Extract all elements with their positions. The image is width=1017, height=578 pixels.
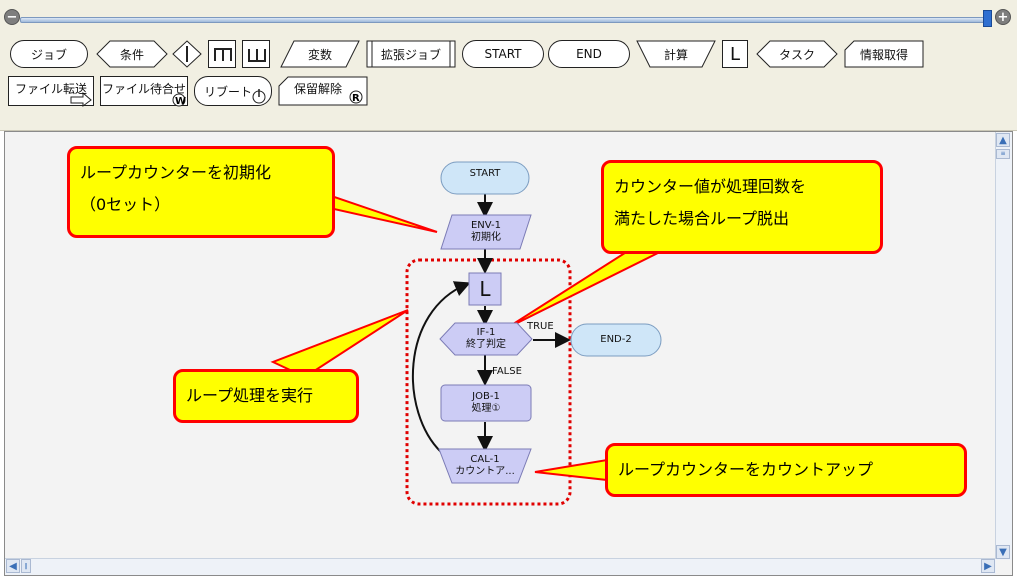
callout-exit: カウンター値が処理回数を 満たした場合ループ脱出 <box>601 160 883 254</box>
loop-node-shape <box>468 272 502 306</box>
svg-text:W: W <box>175 96 186 107</box>
callout-exec-text: ループ処理を実行 <box>186 386 314 405</box>
palette-calc-label: 計算 <box>663 47 688 62</box>
diamond-branch-icon <box>172 40 202 68</box>
palette-condition-label: 条件 <box>119 47 144 62</box>
callout-countup-text: ループカウンターをカウントアップ <box>618 460 874 479</box>
palette-parallel-join[interactable] <box>242 40 270 68</box>
palette-info[interactable]: 情報取得 <box>844 40 924 68</box>
flow-cal-node[interactable]: CAL-1 カウントア... <box>438 448 532 484</box>
scroll-right-icon[interactable]: ▶ <box>981 559 995 573</box>
palette-start-label: START <box>484 47 522 61</box>
scroll-left-icon[interactable]: ◀ <box>6 559 20 573</box>
palette-file-transfer-label: ファイル転送 <box>14 81 87 96</box>
wait-w-icon: W <box>172 93 186 107</box>
hexagon-node-shape <box>439 322 533 356</box>
parallel-triple-icon <box>214 48 232 61</box>
parallel-join-icon <box>248 49 266 62</box>
flow-start-label: START <box>469 168 501 179</box>
palette-ext-job-label: 拡張ジョブ <box>380 47 441 62</box>
terminal-shape <box>570 323 662 357</box>
info-shape-icon <box>844 40 924 68</box>
callout-countup: ループカウンターをカウントアップ <box>605 443 967 497</box>
job-node-shape <box>440 384 532 422</box>
palette-variable[interactable]: 変数 <box>280 40 360 68</box>
hexagon-shape-icon <box>96 40 168 68</box>
svg-text:R: R <box>352 93 360 104</box>
callout-init-line2: （0セット） <box>80 195 171 214</box>
flow-canvas[interactable]: START ENV-1 初期化 L IF-1 終了判定 TRUE FALSE E… <box>4 131 1013 576</box>
palette-calc[interactable]: 計算 <box>636 40 716 68</box>
flow-env-id: ENV-1 <box>470 220 502 231</box>
flow-cal-id: CAL-1 <box>470 454 500 465</box>
palette-job[interactable]: ジョブ <box>10 40 88 68</box>
terminal-shape <box>440 161 530 195</box>
zoom-out-icon[interactable]: − <box>4 9 20 25</box>
scroll-up-icon[interactable]: ▲ <box>996 133 1010 147</box>
palette-task[interactable]: タスク <box>756 40 838 68</box>
hold-release-shape-icon: R <box>278 76 368 106</box>
palette-variable-label: 変数 <box>307 47 332 62</box>
flow-if-node[interactable]: IF-1 終了判定 <box>439 322 533 356</box>
palette-start[interactable]: START <box>462 40 544 68</box>
palette-ext-job[interactable]: 拡張ジョブ <box>366 40 456 68</box>
flow-job-label: 処理① <box>471 403 501 414</box>
flow-loop-node[interactable]: L <box>468 272 502 306</box>
palette-hold-release[interactable]: R 保留解除 <box>278 76 368 106</box>
vertical-scrollbar[interactable]: ▲ ≡ ▼ <box>995 132 1012 560</box>
flow-job-node[interactable]: JOB-1 処理① <box>440 384 532 422</box>
palette-job-label: ジョブ <box>30 47 67 62</box>
callout-exec: ループ処理を実行 <box>173 369 359 423</box>
flow-end-node[interactable]: END-2 <box>570 323 662 357</box>
palette-parallel-3[interactable] <box>208 40 236 68</box>
palette-reboot-label: リブート <box>203 84 252 99</box>
scroll-down-icon[interactable]: ▼ <box>996 545 1010 559</box>
palette-condition[interactable]: 条件 <box>96 40 168 68</box>
hexagon-shape-icon <box>756 40 838 68</box>
callout-exit-line2: 満たした場合ループ脱出 <box>614 209 790 228</box>
trapezoid-shape-icon <box>636 40 716 68</box>
palette-end-label: END <box>576 47 602 61</box>
palette-loop-label: L <box>729 43 741 65</box>
palette-info-label: 情報取得 <box>859 47 908 62</box>
parallelogram-node-shape <box>440 214 532 250</box>
arrow-right-icon <box>70 91 92 107</box>
parallelogram-shape-icon <box>280 40 360 68</box>
callout-init-line1: ループカウンターを初期化 <box>80 163 272 182</box>
palette-branch[interactable] <box>172 40 202 68</box>
connectors-layer <box>270 186 684 506</box>
palette-file-wait-label: ファイル待合せ <box>101 81 186 96</box>
palette-reboot[interactable]: リブート <box>194 76 272 106</box>
horizontal-scrollbar[interactable]: ◀ ‖ ▶ <box>5 558 996 575</box>
flow-loop-label: L <box>479 277 491 301</box>
callout-init: ループカウンターを初期化 （0セット） <box>67 146 335 238</box>
flow-start-node[interactable]: START <box>440 161 530 195</box>
flow-false-label: FALSE <box>492 366 522 377</box>
palette-hold-release-label: 保留解除 <box>293 81 342 96</box>
palette-end[interactable]: END <box>548 40 630 68</box>
zoom-slider-thumb[interactable] <box>983 10 992 27</box>
flow-env-label: 初期化 <box>471 232 501 243</box>
zoom-slider-track[interactable] <box>20 17 988 23</box>
flow-job-id: JOB-1 <box>472 391 500 402</box>
flow-true-label: TRUE <box>527 321 554 332</box>
palette-file-wait[interactable]: ファイル待合せ W <box>100 76 188 107</box>
palette-loop[interactable]: L <box>722 40 748 68</box>
flow-cal-label: カウントア... <box>455 466 515 477</box>
toolbar-area: − + ジョブ 条件 変数 拡張ジョブ START <box>0 0 1017 131</box>
horizontal-scroll-thumb[interactable]: ‖ <box>21 559 31 573</box>
palette-task-label: タスク <box>778 47 815 62</box>
zoom-in-icon[interactable]: + <box>995 9 1011 25</box>
vertical-scroll-thumb[interactable]: ≡ <box>996 149 1010 159</box>
flow-if-label: 終了判定 <box>466 339 506 350</box>
callout-exit-line1: カウンター値が処理回数を <box>614 177 807 196</box>
palette-file-transfer[interactable]: ファイル転送 <box>8 76 94 107</box>
flow-if-id: IF-1 <box>476 327 496 338</box>
flow-env-node[interactable]: ENV-1 初期化 <box>440 214 532 250</box>
extended-job-shape-icon <box>366 40 456 68</box>
flow-end-label: END-2 <box>600 334 632 345</box>
power-icon <box>252 89 266 104</box>
trapezoid-node-shape <box>438 448 532 484</box>
